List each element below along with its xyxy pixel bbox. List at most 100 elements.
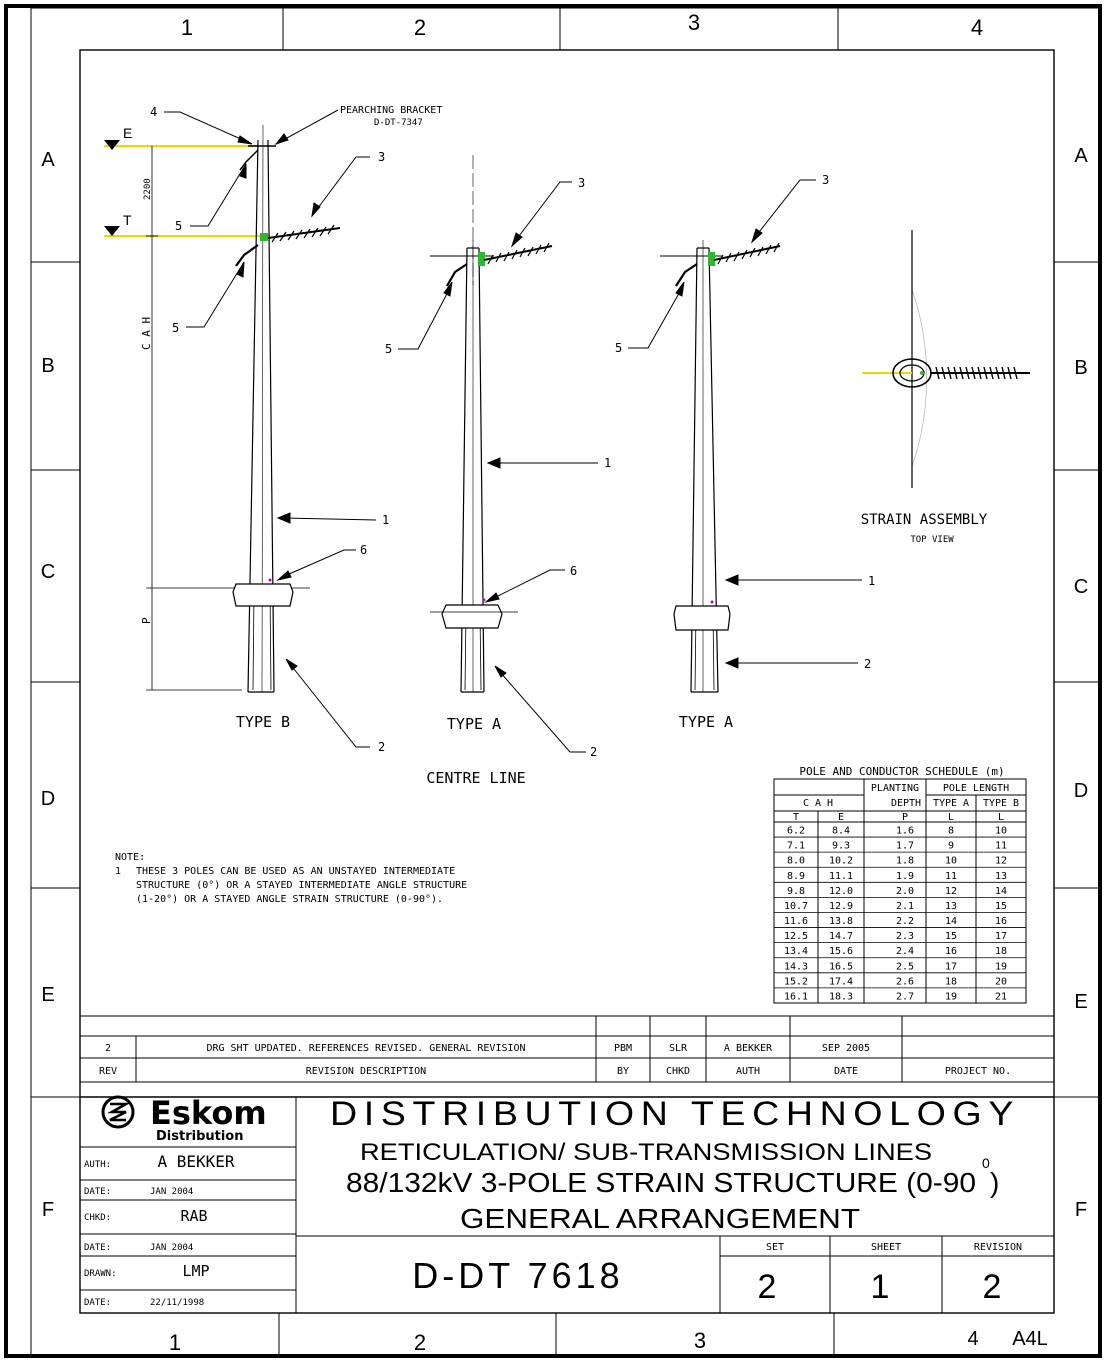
table-cell: 13 bbox=[945, 901, 957, 912]
table-cell: 12.5 bbox=[784, 931, 808, 942]
row-label: D bbox=[41, 788, 55, 810]
top-view-label: TOP VIEW bbox=[910, 535, 954, 545]
dimension-2200: 2200 bbox=[143, 178, 153, 200]
table-cell: 8.9 bbox=[787, 871, 805, 882]
table-cell: 15 bbox=[995, 901, 1007, 912]
revision-label: REVISION bbox=[974, 1242, 1022, 1253]
date-label: DATE: bbox=[84, 1187, 111, 1197]
eskom-logo-division: Distribution bbox=[156, 1129, 243, 1144]
revision-value: 2 bbox=[983, 1268, 1002, 1306]
leaders-pole-1 bbox=[164, 109, 377, 748]
table-cell: 16.1 bbox=[784, 991, 808, 1002]
table-cell: 15.2 bbox=[784, 976, 808, 987]
row-label: C bbox=[1074, 576, 1088, 598]
level-t-marker-icon bbox=[104, 226, 120, 236]
table-cell: 16 bbox=[995, 916, 1007, 927]
row-label: E bbox=[41, 984, 54, 1006]
table-cell: 2.5 bbox=[896, 961, 914, 972]
header-type-b: TYPE B bbox=[983, 798, 1019, 809]
dimension-p: P bbox=[140, 617, 153, 624]
header-pole-length: POLE LENGTH bbox=[943, 783, 1009, 794]
pole-type-a-right bbox=[660, 240, 781, 693]
col-label: 3 bbox=[688, 10, 700, 35]
table-cell: 14.3 bbox=[784, 961, 808, 972]
table-cell: 12.0 bbox=[829, 886, 853, 897]
callout-5: 5 bbox=[385, 342, 392, 356]
table-cell: 14.7 bbox=[829, 931, 853, 942]
table-cell: 2.4 bbox=[896, 946, 914, 957]
level-e-label: E bbox=[123, 125, 132, 141]
header-auth: AUTH bbox=[736, 1066, 760, 1077]
header-planting: PLANTING bbox=[871, 783, 919, 794]
table-cell: 12 bbox=[945, 886, 957, 897]
row-label: F bbox=[1075, 1199, 1087, 1221]
col-label: 2 bbox=[414, 1330, 426, 1355]
revision-date: SEP 2005 bbox=[822, 1043, 870, 1054]
note-number: 1 bbox=[115, 866, 121, 877]
table-cell: 9.8 bbox=[787, 886, 805, 897]
chkd-label: CHKD: bbox=[84, 1213, 111, 1223]
drawing-annotations: PEARCHING BRACKET D-DT-7347 E T 2200 C A… bbox=[123, 105, 988, 787]
table-cell: 12 bbox=[995, 856, 1007, 867]
table-cell: 16 bbox=[945, 946, 957, 957]
callout-6: 6 bbox=[570, 564, 577, 578]
revision-number: 2 bbox=[105, 1043, 111, 1054]
subtitle-2-superscript: 0 bbox=[982, 1155, 990, 1171]
sub-header: T bbox=[793, 812, 799, 823]
callout-1: 1 bbox=[382, 513, 389, 527]
table-cell: 18.3 bbox=[829, 991, 853, 1002]
table-cell: 8 bbox=[948, 826, 954, 837]
auth-value: A BEKKER bbox=[157, 1152, 234, 1171]
header-cah: C A H bbox=[803, 798, 833, 809]
note-line: STRUCTURE (0°) OR A STAYED INTERMEDIATE … bbox=[136, 880, 467, 891]
row-label: A bbox=[41, 149, 55, 171]
drawing-number: D-DT 7618 bbox=[412, 1255, 623, 1296]
table-cell: 21 bbox=[995, 991, 1007, 1002]
schedule-title: POLE AND CONDUCTOR SCHEDULE (m) bbox=[799, 765, 1004, 778]
table-cell: 13.4 bbox=[784, 946, 808, 957]
table-cell: 15.6 bbox=[829, 946, 853, 957]
sub-header: L bbox=[948, 812, 954, 823]
callout-3: 3 bbox=[822, 173, 829, 187]
table-cell: 2.0 bbox=[896, 886, 914, 897]
table-cell: 1.8 bbox=[896, 856, 914, 867]
callout-3: 3 bbox=[378, 150, 385, 164]
drawn-label: DRAWN: bbox=[84, 1269, 117, 1279]
level-t-label: T bbox=[123, 212, 132, 228]
sub-header: E bbox=[838, 812, 844, 823]
auth-label: AUTH: bbox=[84, 1160, 111, 1170]
dimension-cah: C A H bbox=[140, 317, 153, 350]
perching-bracket-label: PEARCHING BRACKET bbox=[340, 105, 442, 116]
col-label: 3 bbox=[694, 1328, 706, 1353]
callout-1: 1 bbox=[868, 574, 875, 588]
type-a-label: TYPE A bbox=[447, 715, 501, 733]
col-label: 4 bbox=[971, 15, 983, 40]
note-heading: NOTE: bbox=[115, 852, 145, 863]
col-label: 1 bbox=[169, 1330, 181, 1355]
table-cell: 11 bbox=[995, 841, 1007, 852]
header-description: REVISION DESCRIPTION bbox=[306, 1066, 426, 1077]
row-label: F bbox=[42, 1199, 54, 1221]
subtitle-1: RETICULATION/ SUB-TRANSMISSION LINES bbox=[360, 1139, 932, 1166]
header-date: DATE bbox=[834, 1066, 858, 1077]
main-title: DISTRIBUTION TECHNOLOGY bbox=[330, 1095, 1020, 1133]
sheet-label: SHEET bbox=[871, 1242, 901, 1253]
eskom-logo-icon bbox=[101, 1095, 135, 1129]
callout-3: 3 bbox=[578, 176, 585, 190]
callout-1: 1 bbox=[604, 456, 611, 470]
pole-schedule-table: POLE AND CONDUCTOR SCHEDULE (m) PLANTING… bbox=[773, 765, 1027, 1004]
header-depth: DEPTH bbox=[891, 798, 921, 809]
table-cell: 13.8 bbox=[829, 916, 853, 927]
subtitle-2: 88/132kV 3-POLE STRAIN STRUCTURE (0-90 bbox=[346, 1167, 976, 1198]
table-cell: 9.3 bbox=[832, 841, 850, 852]
table-cell: 14 bbox=[995, 886, 1007, 897]
table-cell: 7.1 bbox=[787, 841, 805, 852]
table-cell: 11 bbox=[945, 871, 957, 882]
callout-2: 2 bbox=[864, 657, 871, 671]
revision-block bbox=[80, 1015, 1054, 1098]
table-cell: 20 bbox=[995, 976, 1007, 987]
table-cell: 12.9 bbox=[829, 901, 853, 912]
table-cell: 13 bbox=[995, 871, 1007, 882]
strain-assembly-label: STRAIN ASSEMBLY bbox=[861, 512, 988, 528]
